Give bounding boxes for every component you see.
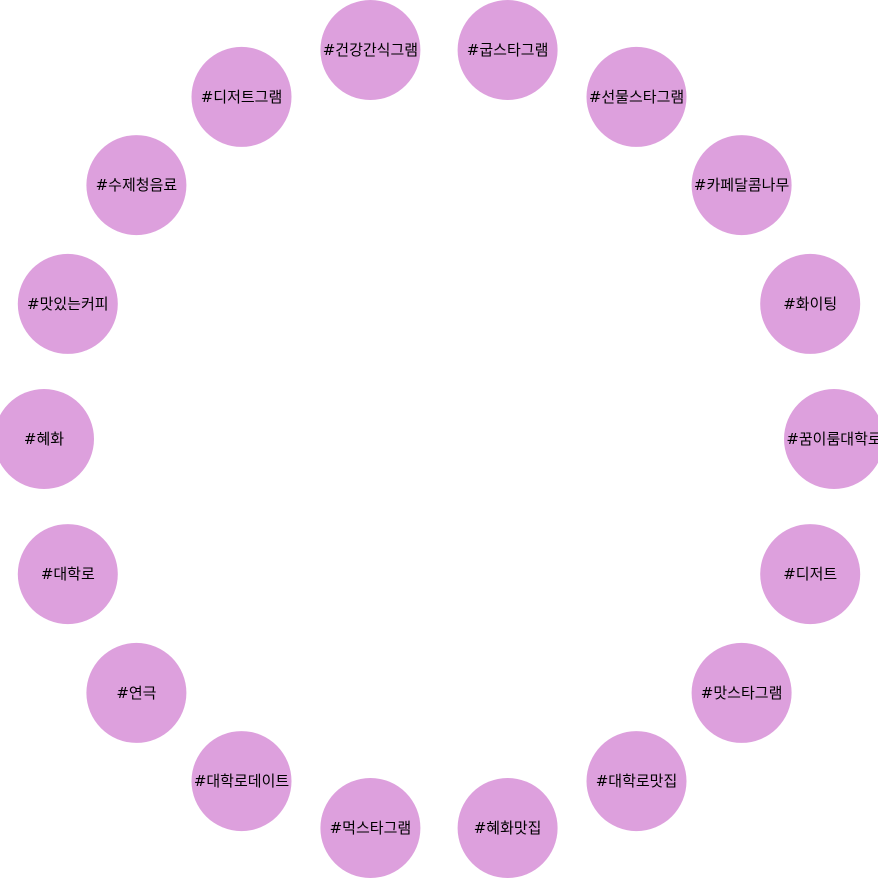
hashtag-node: #카페달콤나무 (691, 135, 792, 236)
hashtag-node-label: #꿈이룸대학로 (786, 430, 878, 448)
hashtag-node-label: #건강간식그램 (323, 41, 418, 59)
hashtag-node-label: #화이팅 (783, 295, 837, 313)
hashtag-node-circle (86, 135, 187, 236)
hashtag-node-label: #수제청음료 (96, 176, 178, 194)
hashtag-node-label: #디저트그램 (201, 88, 283, 106)
hashtag-node-circle (760, 253, 861, 354)
hashtag-node: #디저트 (760, 524, 861, 625)
hashtag-node-circle (17, 253, 118, 354)
hashtag-node-label: #연극 (116, 684, 156, 702)
hashtag-node: #먹스타그램 (320, 778, 421, 878)
hashtag-node-circle (191, 46, 292, 147)
hashtag-node-circle (691, 135, 792, 236)
hashtag-node-label: #디저트 (783, 565, 837, 583)
hashtag-node-circle (457, 0, 558, 100)
hashtag-node: #건강간식그램 (320, 0, 421, 100)
hashtag-node-label: #혜화맛집 (474, 819, 542, 837)
hashtag-node-label: #대학로 (41, 565, 95, 583)
hashtag-node-label: #혜화 (24, 430, 64, 448)
hashtag-node: #굽스타그램 (457, 0, 558, 100)
hashtag-node-circle (784, 389, 878, 489)
hashtag-node-label: #카페달콤나무 (694, 176, 790, 194)
hashtag-node: #대학로맛집 (586, 731, 687, 832)
hashtag-node: #맛있는커피 (17, 253, 118, 354)
hashtag-node: #화이팅 (760, 253, 861, 354)
hashtag-node-label: #맛있는커피 (27, 295, 109, 313)
hashtag-node-circle (320, 778, 421, 878)
hashtag-node-label: #선물스타그램 (589, 88, 684, 106)
hashtag-node-circle (0, 389, 94, 489)
hashtag-node-circle (17, 524, 118, 625)
hashtag-node: #수제청음료 (86, 135, 187, 236)
hashtag-node: #꿈이룸대학로 (784, 389, 878, 489)
hashtag-node: #연극 (86, 642, 187, 743)
hashtag-node-circle (586, 46, 687, 147)
hashtag-node-circle (760, 524, 861, 625)
hashtag-node-circle (586, 731, 687, 832)
hashtag-node-circle (86, 642, 187, 743)
hashtag-node: #대학로데이트 (191, 731, 292, 832)
hashtag-node-label: #대학로맛집 (596, 772, 678, 790)
hashtag-node-label: #굽스타그램 (467, 41, 549, 59)
hashtag-node-circle (191, 731, 292, 832)
hashtag-node-circle (320, 0, 421, 100)
hashtag-node: #혜화맛집 (457, 778, 558, 878)
hashtag-node: #맛스타그램 (691, 642, 792, 743)
hashtag-node: #디저트그램 (191, 46, 292, 147)
hashtag-node-circle (691, 642, 792, 743)
hashtag-node-label: #먹스타그램 (330, 819, 412, 837)
hashtag-node: #대학로 (17, 524, 118, 625)
hashtag-node-label: #맛스타그램 (701, 684, 783, 702)
hashtag-node: #혜화 (0, 389, 94, 489)
hashtag-node-circle (457, 778, 558, 878)
hashtag-node-label: #대학로데이트 (194, 772, 290, 790)
hashtag-node: #선물스타그램 (586, 46, 687, 147)
